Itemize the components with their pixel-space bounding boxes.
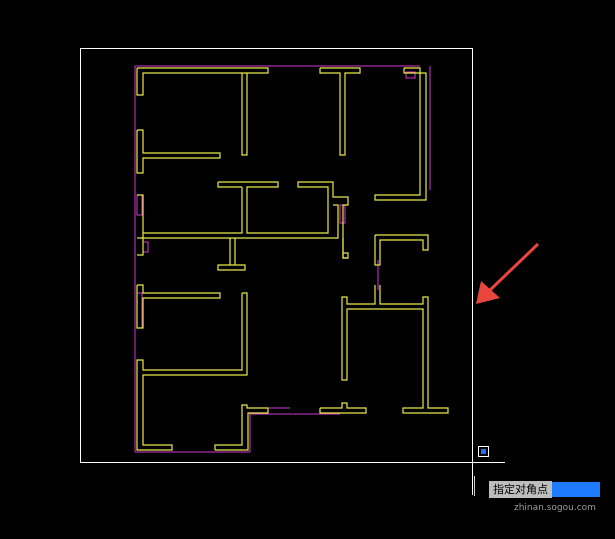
red-arrow-icon	[476, 242, 540, 304]
watermark-site: zhinan.sogou.com	[514, 503, 596, 513]
coordinate-input[interactable]	[552, 481, 600, 497]
command-cursor	[474, 476, 475, 496]
floor-plan-outline	[134, 65, 431, 453]
floor-plan-walls	[136, 67, 449, 451]
grip-square-icon[interactable]	[478, 446, 489, 457]
selection-window	[80, 48, 473, 463]
dynamic-input-prompt[interactable]: 指定对角点	[489, 480, 600, 498]
prompt-label: 指定对角点	[489, 480, 552, 498]
